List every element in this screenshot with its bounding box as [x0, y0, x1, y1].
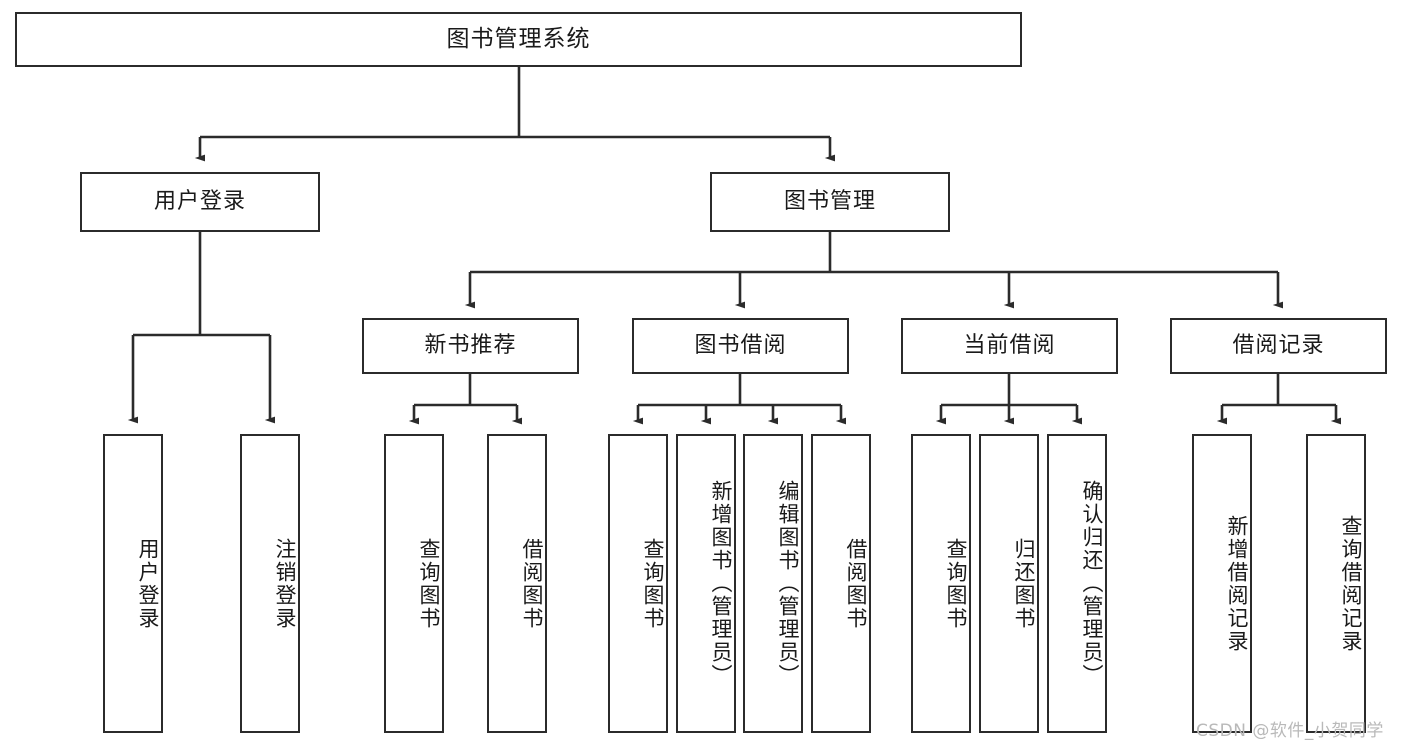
node-leaf-confirm-return-admin[interactable]: 确认归还（管理员） [1047, 434, 1107, 733]
node-leaf-borrow-book-new[interactable]: 借阅图书 [487, 434, 547, 733]
node-leaf-confirm-return-admin-label: 确认归还（管理员） [1080, 480, 1104, 687]
node-borrow-record[interactable]: 借阅记录 [1170, 318, 1387, 374]
node-leaf-query-book-current[interactable]: 查询图书 [911, 434, 971, 733]
node-book-management-label: 图书管理 [783, 188, 876, 214]
node-leaf-query-borrow-record[interactable]: 查询借阅记录 [1306, 434, 1366, 733]
node-root-system[interactable]: 图书管理系统 [15, 12, 1022, 67]
node-new-book-recommend[interactable]: 新书推荐 [362, 318, 579, 374]
node-new-book-recommend-label: 新书推荐 [424, 332, 517, 358]
node-leaf-add-borrow-record-label: 新增借阅记录 [1225, 514, 1249, 653]
node-leaf-return-book[interactable]: 归还图书 [979, 434, 1039, 733]
node-leaf-add-book-admin[interactable]: 新增图书（管理员） [676, 434, 736, 733]
node-book-borrow-label: 图书借阅 [694, 332, 787, 358]
node-leaf-return-book-label: 归还图书 [1012, 537, 1036, 630]
node-leaf-borrow-book-label: 借阅图书 [844, 537, 868, 630]
node-leaf-query-book-new-label: 查询图书 [417, 537, 441, 630]
node-leaf-borrow-book[interactable]: 借阅图书 [811, 434, 871, 733]
node-leaf-query-book-new[interactable]: 查询图书 [384, 434, 444, 733]
node-leaf-query-book-current-label: 查询图书 [944, 537, 968, 630]
node-leaf-logout[interactable]: 注销登录 [240, 434, 300, 733]
node-borrow-record-label: 借阅记录 [1232, 332, 1325, 358]
node-leaf-logout-label: 注销登录 [273, 537, 297, 630]
node-leaf-query-borrow-record-label: 查询借阅记录 [1339, 514, 1363, 653]
node-leaf-borrow-book-new-label: 借阅图书 [520, 537, 544, 630]
node-leaf-edit-book-admin-label: 编辑图书（管理员） [776, 480, 800, 687]
node-user-login[interactable]: 用户登录 [80, 172, 320, 232]
node-leaf-user-login[interactable]: 用户登录 [103, 434, 163, 733]
node-leaf-query-book-borrow-label: 查询图书 [641, 537, 665, 630]
node-leaf-query-book-borrow[interactable]: 查询图书 [608, 434, 668, 733]
csdn-watermark: CSDN @软件_小贺同学 [1196, 721, 1384, 741]
node-book-borrow[interactable]: 图书借阅 [632, 318, 849, 374]
node-current-borrow[interactable]: 当前借阅 [901, 318, 1118, 374]
node-leaf-user-login-label: 用户登录 [136, 537, 160, 630]
node-leaf-add-book-admin-label: 新增图书（管理员） [709, 480, 733, 687]
node-leaf-add-borrow-record[interactable]: 新增借阅记录 [1192, 434, 1252, 733]
node-book-management[interactable]: 图书管理 [710, 172, 950, 232]
node-leaf-edit-book-admin[interactable]: 编辑图书（管理员） [743, 434, 803, 733]
node-current-borrow-label: 当前借阅 [963, 332, 1056, 358]
node-root-label: 图书管理系统 [446, 25, 591, 52]
node-user-login-label: 用户登录 [153, 188, 246, 214]
